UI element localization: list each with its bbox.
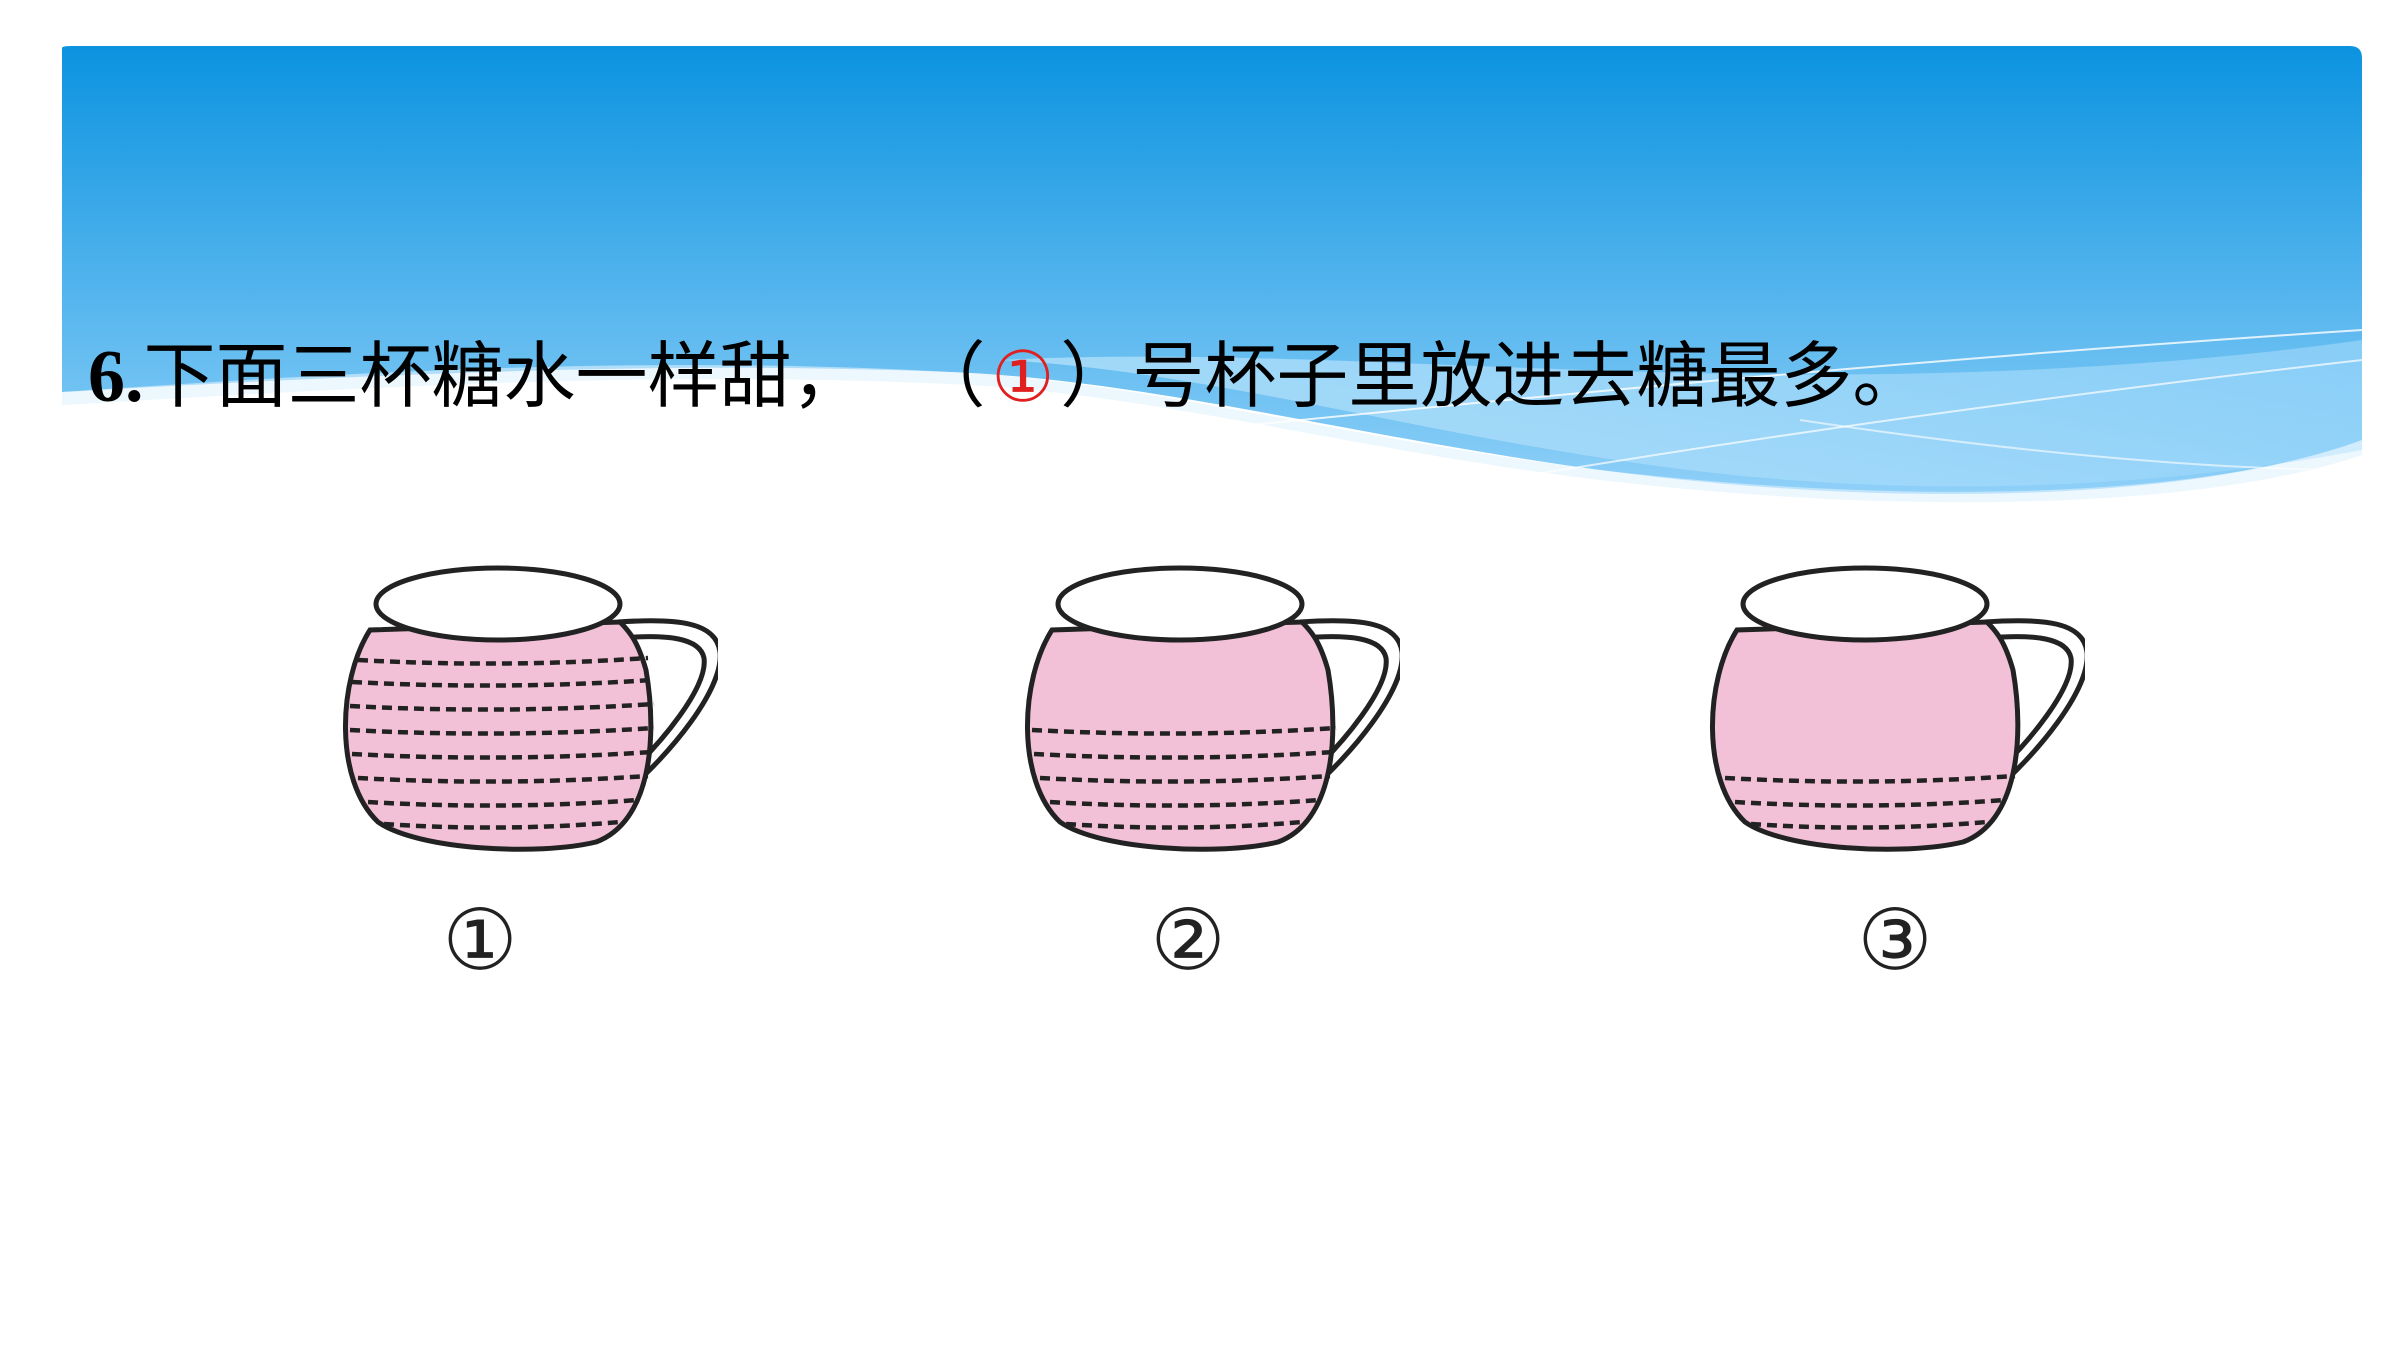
cup-label-1: ① xyxy=(442,891,518,989)
question-text-after: 号杯子里放进去糖最多。 xyxy=(1132,334,1925,418)
cup-handle xyxy=(1984,618,2085,794)
question-text-before: 下面三杯糖水一样甜， xyxy=(143,334,864,418)
cup-label-3: ③ xyxy=(1857,891,1933,989)
sugar-lines xyxy=(349,655,655,830)
banner-wave xyxy=(62,365,2362,503)
cup-2 xyxy=(1025,565,1400,852)
sugar-lines xyxy=(1724,773,2016,830)
answer-mark: ① xyxy=(991,336,1055,418)
question-text: 6.下面三杯糖水一样甜， （①）号杯子里放进去糖最多。 xyxy=(88,328,1924,424)
header-banner xyxy=(62,46,2363,503)
cup-handle xyxy=(617,618,718,794)
cup-rim xyxy=(1055,565,1305,643)
cup-1 xyxy=(343,565,718,852)
cup-rim xyxy=(373,565,623,643)
banner-streak xyxy=(1099,329,2363,441)
question-number: 6. xyxy=(88,336,144,418)
banner-streak xyxy=(1499,359,2363,481)
banner-streak xyxy=(1799,419,2363,471)
cup-rim xyxy=(1740,565,1990,643)
paren-close: ） xyxy=(1060,334,1133,418)
cup-3 xyxy=(1710,565,2085,852)
paren-open: （ xyxy=(913,334,986,418)
cup-label-2: ② xyxy=(1150,891,1226,989)
cup-body xyxy=(1710,619,2021,852)
cup-handle xyxy=(1299,618,1400,794)
sugar-lines xyxy=(1031,725,1337,830)
